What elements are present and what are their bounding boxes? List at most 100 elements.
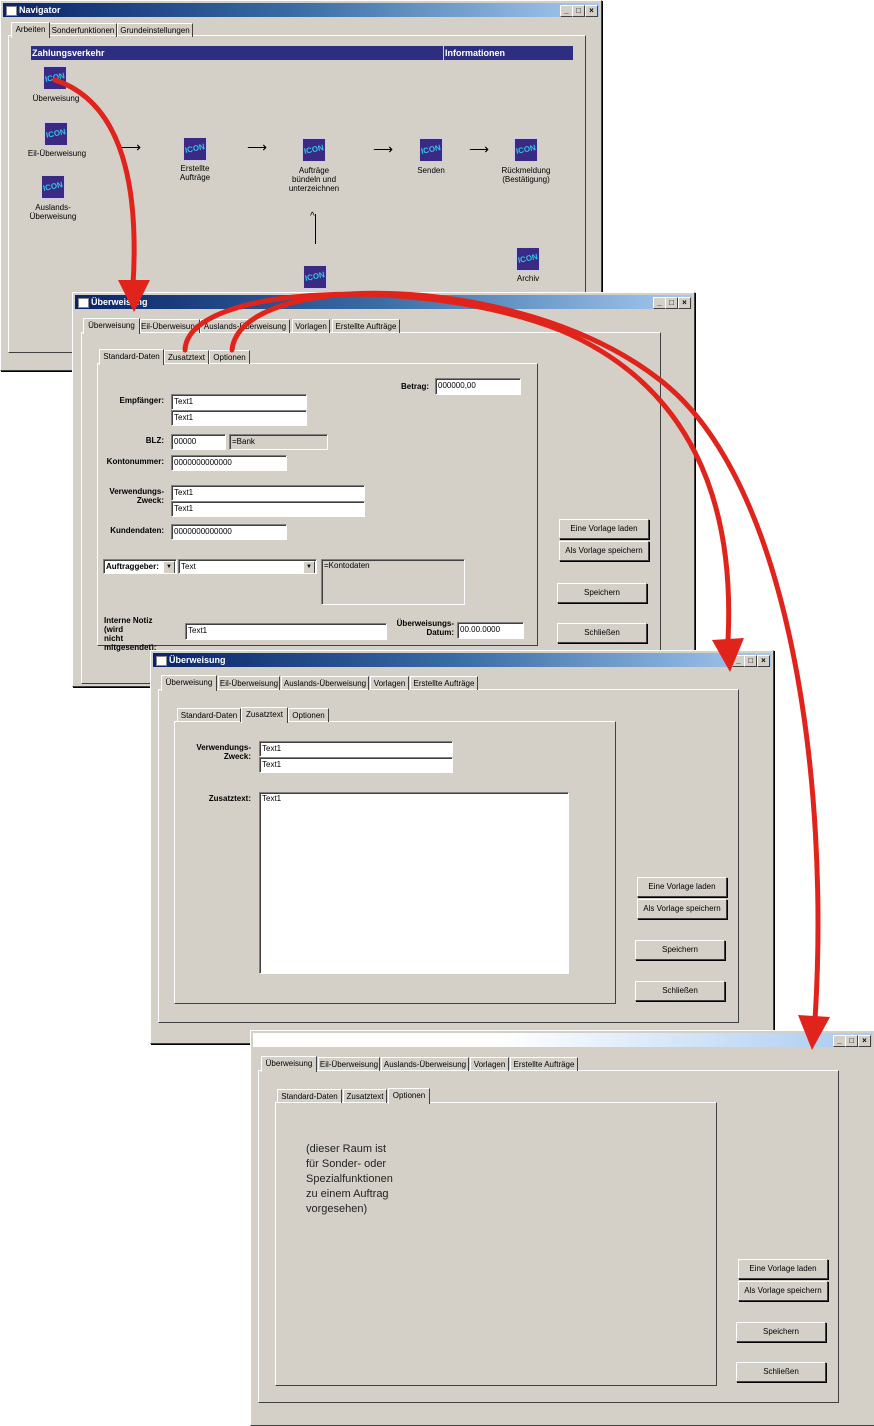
window-title: Überweisung (169, 655, 226, 665)
save-template-button[interactable]: Als Vorlage speichern (637, 899, 727, 919)
auslands-ueberweisung-icon[interactable]: ICON (41, 175, 65, 199)
erstellte-auftraege-icon[interactable]: ICON (183, 137, 207, 161)
sub-tab-panel (275, 1102, 717, 1386)
subtab-standard-daten[interactable]: Standard-Daten (177, 708, 241, 722)
verwendungszweck-input-1[interactable]: Text1 (259, 741, 453, 757)
maximize-button[interactable]: □ (845, 1035, 858, 1047)
flow-arrow-up-icon (315, 214, 316, 244)
close-window-button[interactable]: Schließen (635, 981, 725, 1001)
senden-icon[interactable]: ICON (419, 138, 443, 162)
close-button[interactable]: × (858, 1035, 871, 1047)
tab-arbeiten[interactable]: Arbeiten (11, 22, 50, 38)
close-window-button[interactable]: Schließen (557, 623, 647, 643)
app-icon (156, 656, 167, 666)
navigator-title: Navigator (19, 5, 61, 15)
auslands-ueberweisung-label: Auslands- Überweisung (29, 203, 77, 221)
zusatztext-textarea[interactable]: Text1 (259, 792, 569, 974)
tab-vorlagen[interactable]: Vorlagen (470, 1057, 509, 1071)
flow-arrow-right-icon: ⟶ (373, 141, 394, 157)
optionen-placeholder-text: (dieser Raum ist für Sonder- oder Spezia… (306, 1143, 393, 1215)
tab-erstellte-auftraege[interactable]: Erstellte Aufträge (510, 1057, 578, 1071)
tab-vorlagen[interactable]: Vorlagen (370, 676, 409, 690)
datum-label: Überweisungs- Datum: (396, 619, 454, 637)
tab-eil-ueberweisung[interactable]: Eil-Überweisung (318, 1057, 380, 1071)
tab-auslands-ueberweisung[interactable]: Auslands-Überweisung (281, 676, 369, 690)
load-template-button[interactable]: Eine Vorlage laden (559, 519, 649, 539)
maximize-button[interactable]: □ (665, 297, 678, 309)
auftraggeber-select-value: Auftraggeber: (106, 562, 159, 571)
verwendungszweck-input-2[interactable]: Text1 (171, 501, 365, 517)
tab-sonderfunktionen[interactable]: Sonderfunktionen (49, 23, 117, 37)
verwendungszweck-input-1[interactable]: Text1 (171, 485, 365, 501)
ueberweisung-icon[interactable]: ICON (43, 66, 67, 90)
auftraege-buendeln-label: Aufträge bündeln und unterzeichnen (288, 166, 340, 193)
subtab-standard-daten[interactable]: Standard-Daten (277, 1089, 342, 1103)
tab-eil-ueberweisung[interactable]: Eil-Überweisung (218, 676, 280, 690)
subtab-optionen[interactable]: Optionen (388, 1088, 430, 1104)
load-template-button[interactable]: Eine Vorlage laden (738, 1259, 828, 1279)
tab-auslands-ueberweisung[interactable]: Auslands-Überweisung (200, 319, 290, 333)
close-window-button[interactable]: Schließen (736, 1362, 826, 1382)
save-button[interactable]: Speichern (736, 1322, 826, 1342)
subtab-standard-daten[interactable]: Standard-Daten (99, 349, 164, 365)
auftraggeber-value: Text (181, 562, 196, 571)
header-informationen: Informationen (444, 46, 573, 60)
empfaenger-input-2[interactable]: Text1 (171, 410, 307, 426)
subtab-zusatztext[interactable]: Zusatztext (164, 350, 209, 364)
eil-ueberweisung-label: Eil-Überweisung (27, 149, 87, 158)
ueberweisung-zusatztext-window: Überweisung _□× Überweisung Eil-Überweis… (150, 650, 774, 1044)
save-button[interactable]: Speichern (557, 583, 647, 603)
subtab-optionen[interactable]: Optionen (288, 708, 329, 722)
save-template-button[interactable]: Als Vorlage speichern (738, 1281, 828, 1301)
close-button[interactable]: × (585, 5, 598, 17)
blz-input[interactable]: 00000 (171, 434, 226, 450)
main-tab-panel (258, 1070, 839, 1403)
auftraege-buendeln-icon[interactable]: ICON (302, 138, 326, 162)
auftraggeber-select[interactable]: Auftraggeber: ▼ (103, 559, 177, 574)
tab-eil-ueberweisung[interactable]: Eil-Überweisung (140, 319, 200, 333)
tab-erstellte-auftraege[interactable]: Erstellte Aufträge (410, 676, 478, 690)
auftraggeber-value-select[interactable]: Text ▼ (178, 559, 317, 574)
flow-arrow-right-icon: ⟶ (121, 139, 142, 155)
chevron-down-icon[interactable]: ▼ (303, 561, 315, 573)
empfaenger-input-1[interactable]: Text1 (171, 394, 307, 410)
maximize-button[interactable]: □ (572, 5, 585, 17)
kundendaten-input[interactable]: 0000000000000 (171, 524, 287, 540)
empfaenger-label: Empfänger: (119, 396, 164, 405)
load-template-button[interactable]: Eine Vorlage laden (637, 877, 727, 897)
maximize-button[interactable]: □ (744, 655, 757, 667)
save-button[interactable]: Speichern (635, 940, 725, 960)
zusatztext-label: Zusatztext: (208, 794, 251, 803)
subtab-zusatztext[interactable]: Zusatztext (343, 1089, 387, 1103)
chevron-down-icon[interactable]: ▼ (163, 561, 175, 573)
tab-grundeinstellungen[interactable]: Grundeinstellungen (117, 23, 193, 37)
archiv-label: Archiv (516, 274, 540, 283)
tab-auslands-ueberweisung[interactable]: Auslands-Überweisung (381, 1057, 469, 1071)
subtab-optionen[interactable]: Optionen (209, 350, 250, 364)
archiv-icon[interactable]: ICON (516, 247, 540, 271)
header-zahlungsverkehr: Zahlungsverkehr (31, 46, 443, 60)
erstellte-auftraege-label: Erstellte Aufträge (179, 164, 211, 182)
kontonummer-label: Kontonummer: (106, 457, 164, 466)
tab-ueberweisung[interactable]: Überweisung (83, 318, 140, 334)
close-button[interactable]: × (757, 655, 770, 667)
interne-notiz-label: Interne Notiz (wird nicht mitgesendet): (104, 616, 157, 652)
eil-ueberweisung-icon[interactable]: ICON (44, 122, 68, 146)
close-button[interactable]: × (678, 297, 691, 309)
unnamed-icon[interactable]: ICON (303, 265, 327, 289)
verwendungszweck-input-2[interactable]: Text1 (259, 757, 453, 773)
betrag-label: Betrag: (400, 382, 429, 391)
tab-ueberweisung[interactable]: Überweisung (261, 1056, 317, 1072)
subtab-zusatztext[interactable]: Zusatztext (241, 707, 288, 723)
betrag-input[interactable]: 000000,00 (435, 378, 521, 395)
rueckmeldung-icon[interactable]: ICON (514, 138, 538, 162)
tab-ueberweisung[interactable]: Überweisung (161, 675, 217, 691)
datum-input[interactable]: 00.00.0000 (457, 622, 524, 639)
kontonummer-input[interactable]: 0000000000000 (171, 455, 287, 471)
tab-vorlagen[interactable]: Vorlagen (292, 319, 330, 333)
interne-notiz-input[interactable]: Text1 (185, 623, 387, 640)
tab-erstellte-auftraege[interactable]: Erstellte Aufträge (332, 319, 400, 333)
save-template-button[interactable]: Als Vorlage speichern (559, 541, 649, 561)
window-titlebar: _□× (253, 1033, 872, 1047)
ueberweisung-optionen-window: _□× Überweisung Eil-Überweisung Auslands… (250, 1030, 874, 1426)
